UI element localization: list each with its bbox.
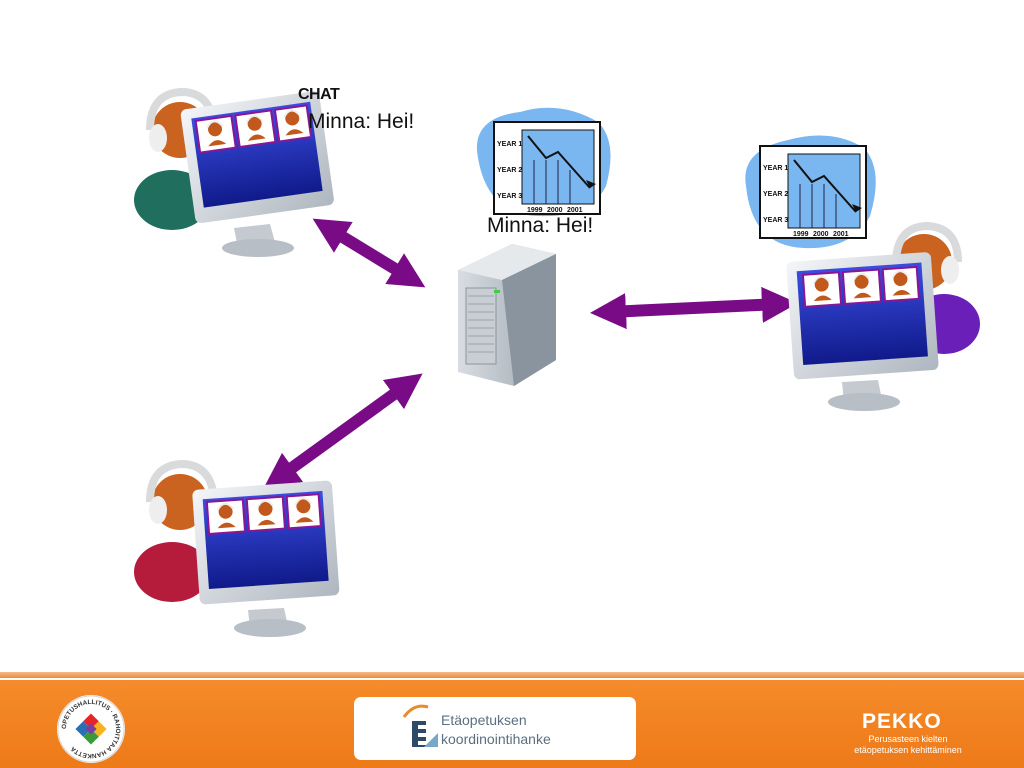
chart-row-label: YEAR 3 [763, 217, 788, 224]
chart-year-label: 2000 [813, 231, 829, 238]
chart-year-label: 1999 [527, 207, 543, 214]
user-body [134, 542, 210, 602]
chart-year-label: 2001 [567, 207, 583, 214]
workstation-right [786, 221, 980, 411]
server [458, 244, 556, 386]
chart-year-label: 1999 [793, 231, 809, 238]
arrows [263, 218, 798, 489]
chart-row-label: YEAR 1 [497, 141, 522, 148]
chat-message: Minna: Hei! [308, 110, 415, 133]
arrow-top-left [312, 218, 426, 288]
chart-row-label: YEAR 3 [497, 193, 522, 200]
pekko-title: PEKKO [862, 710, 942, 733]
chart-year-label: 2000 [547, 207, 563, 214]
chart-row-label: YEAR 2 [497, 167, 522, 174]
chart-row-label: YEAR 2 [763, 191, 788, 198]
chat-message: Minna: Hei! [487, 214, 594, 237]
chart-graphic-center [476, 107, 611, 217]
workstation-top-left [134, 87, 334, 257]
etaopetus-line1: Etäopetuksen [441, 712, 527, 728]
chart-year-label: 2001 [833, 231, 849, 238]
chat-label: CHAT [298, 86, 340, 103]
etaopetus-line2: koordinointihanke [441, 731, 551, 747]
chart-row-label: YEAR 1 [763, 165, 788, 172]
etaopetus-logo-icon [402, 704, 438, 747]
footer-divider [0, 672, 1024, 678]
pekko-subtitle-line2: etäopetuksen kehittäminen [854, 745, 962, 755]
arrow-right [590, 286, 798, 330]
opetushallitus-logo: OPETUSHALLITUS · RAHOITTAA HANKETTA [57, 695, 125, 763]
arrow-bottom-left [263, 373, 423, 489]
chart-graphic-right [745, 135, 876, 249]
workstation-bottom-left [134, 459, 340, 637]
pekko-subtitle-line1: Perusasteen kielten [868, 734, 948, 744]
etaopetus-logo-box: Etäopetuksen koordinointihanke [354, 697, 636, 760]
